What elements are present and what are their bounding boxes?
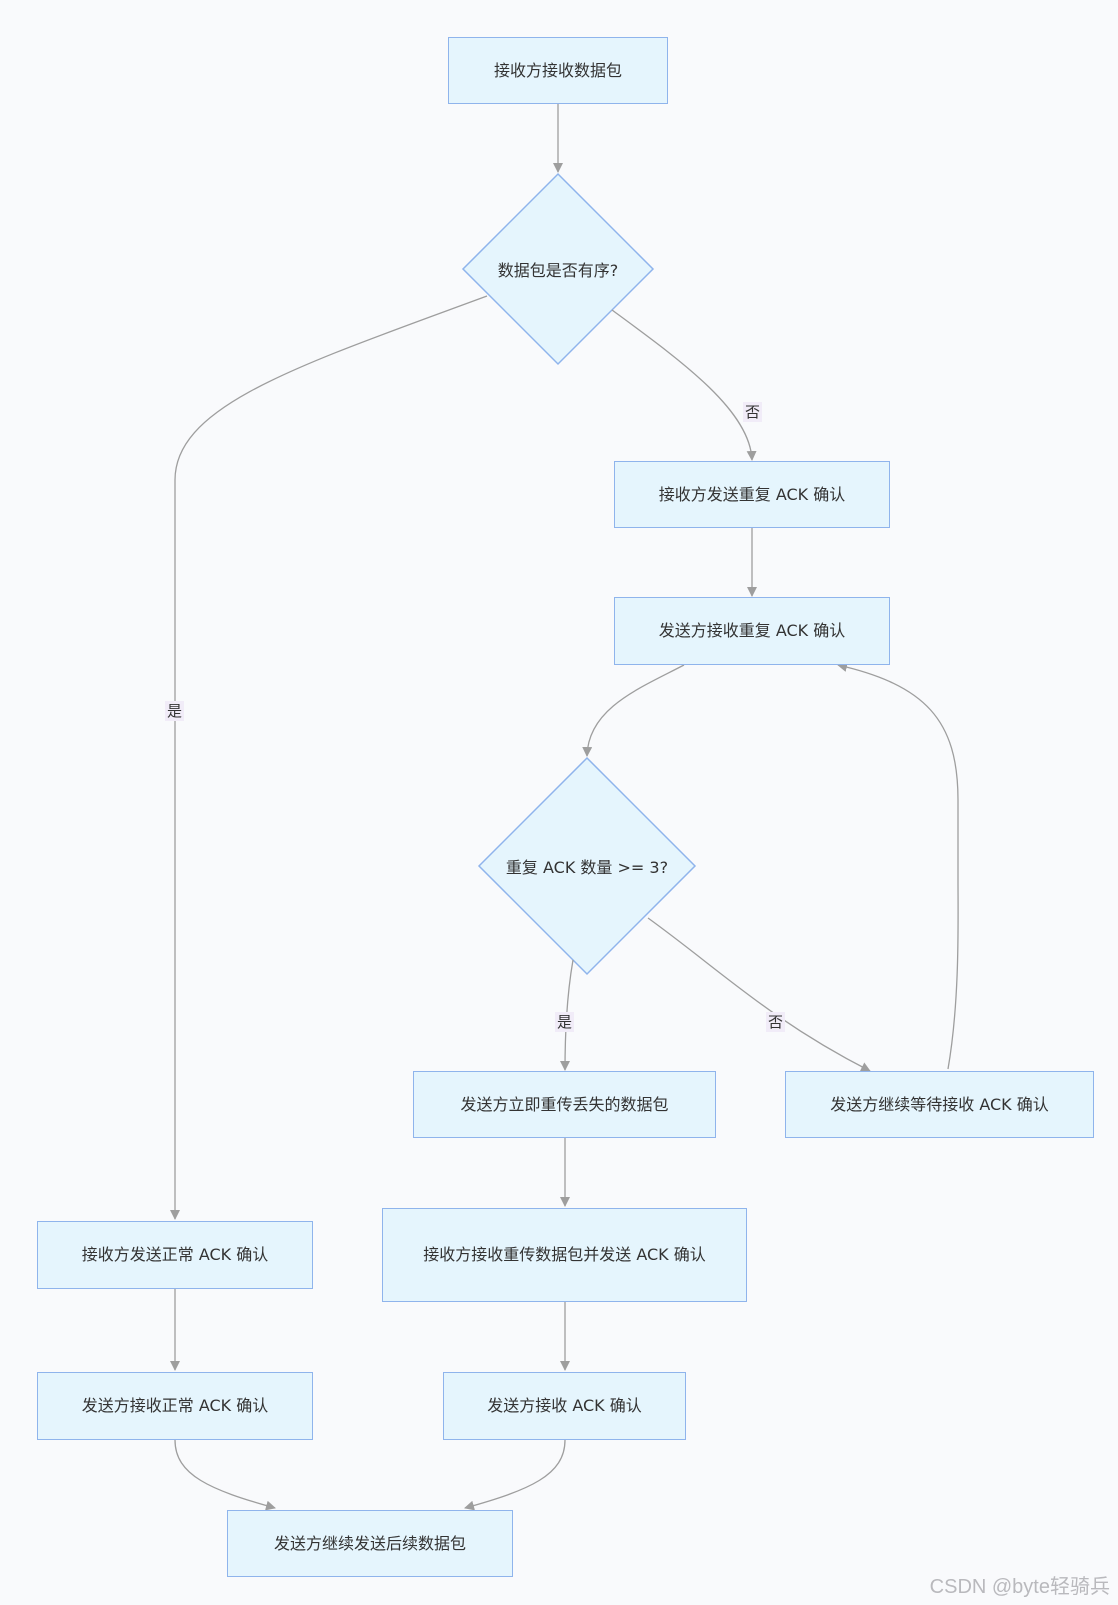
edge-sender-recv-ack-to-continue [464, 1439, 566, 1511]
node-send-dup-ack: 接收方发送重复 ACK 确认 [614, 461, 890, 528]
edge-label-yes-in-order: 是 [165, 701, 185, 721]
edge-decision-to-normal-ack [170, 295, 488, 1220]
dup-ack-count-decision-shape [477, 756, 697, 976]
edge-count-to-wait [647, 917, 871, 1072]
watermark: CSDN @byte轻骑兵 [929, 1576, 1110, 1598]
edge-label-yes-dup: 是 [555, 1012, 575, 1032]
in-order-decision-label: 数据包是否有序? [497, 261, 619, 280]
node-sender-recv-dup-ack: 发送方接收重复 ACK 确认 [614, 597, 890, 665]
edge-wait-back-to-sender-recv [837, 662, 959, 1070]
edge-label-no-dup: 否 [766, 1012, 786, 1032]
node-sender-recv-ack: 发送方接收 ACK 确认 [443, 1372, 686, 1440]
edge-decision-to-dup-ack [611, 309, 757, 461]
node-recv-retransmit-send-ack: 接收方接收重传数据包并发送 ACK 确认 [382, 1208, 747, 1302]
edge-label-no-in-order: 否 [743, 402, 763, 422]
edge-sender-recv-to-count-decision [582, 664, 685, 757]
node-sender-recv-normal-ack: 发送方接收正常 ACK 确认 [37, 1372, 313, 1440]
node-receive-packet: 接收方接收数据包 [448, 37, 668, 104]
in-order-decision-shape [461, 172, 655, 366]
edge-sender-recv-normal-to-continue [174, 1439, 276, 1511]
dup-ack-count-decision-label: 重复 ACK 数量 >= 3? [505, 858, 669, 877]
node-send-normal-ack: 接收方发送正常 ACK 确认 [37, 1221, 313, 1289]
node-continue-sending: 发送方继续发送后续数据包 [227, 1510, 513, 1577]
node-keep-waiting: 发送方继续等待接收 ACK 确认 [785, 1071, 1094, 1138]
node-fast-retransmit: 发送方立即重传丢失的数据包 [413, 1071, 716, 1138]
